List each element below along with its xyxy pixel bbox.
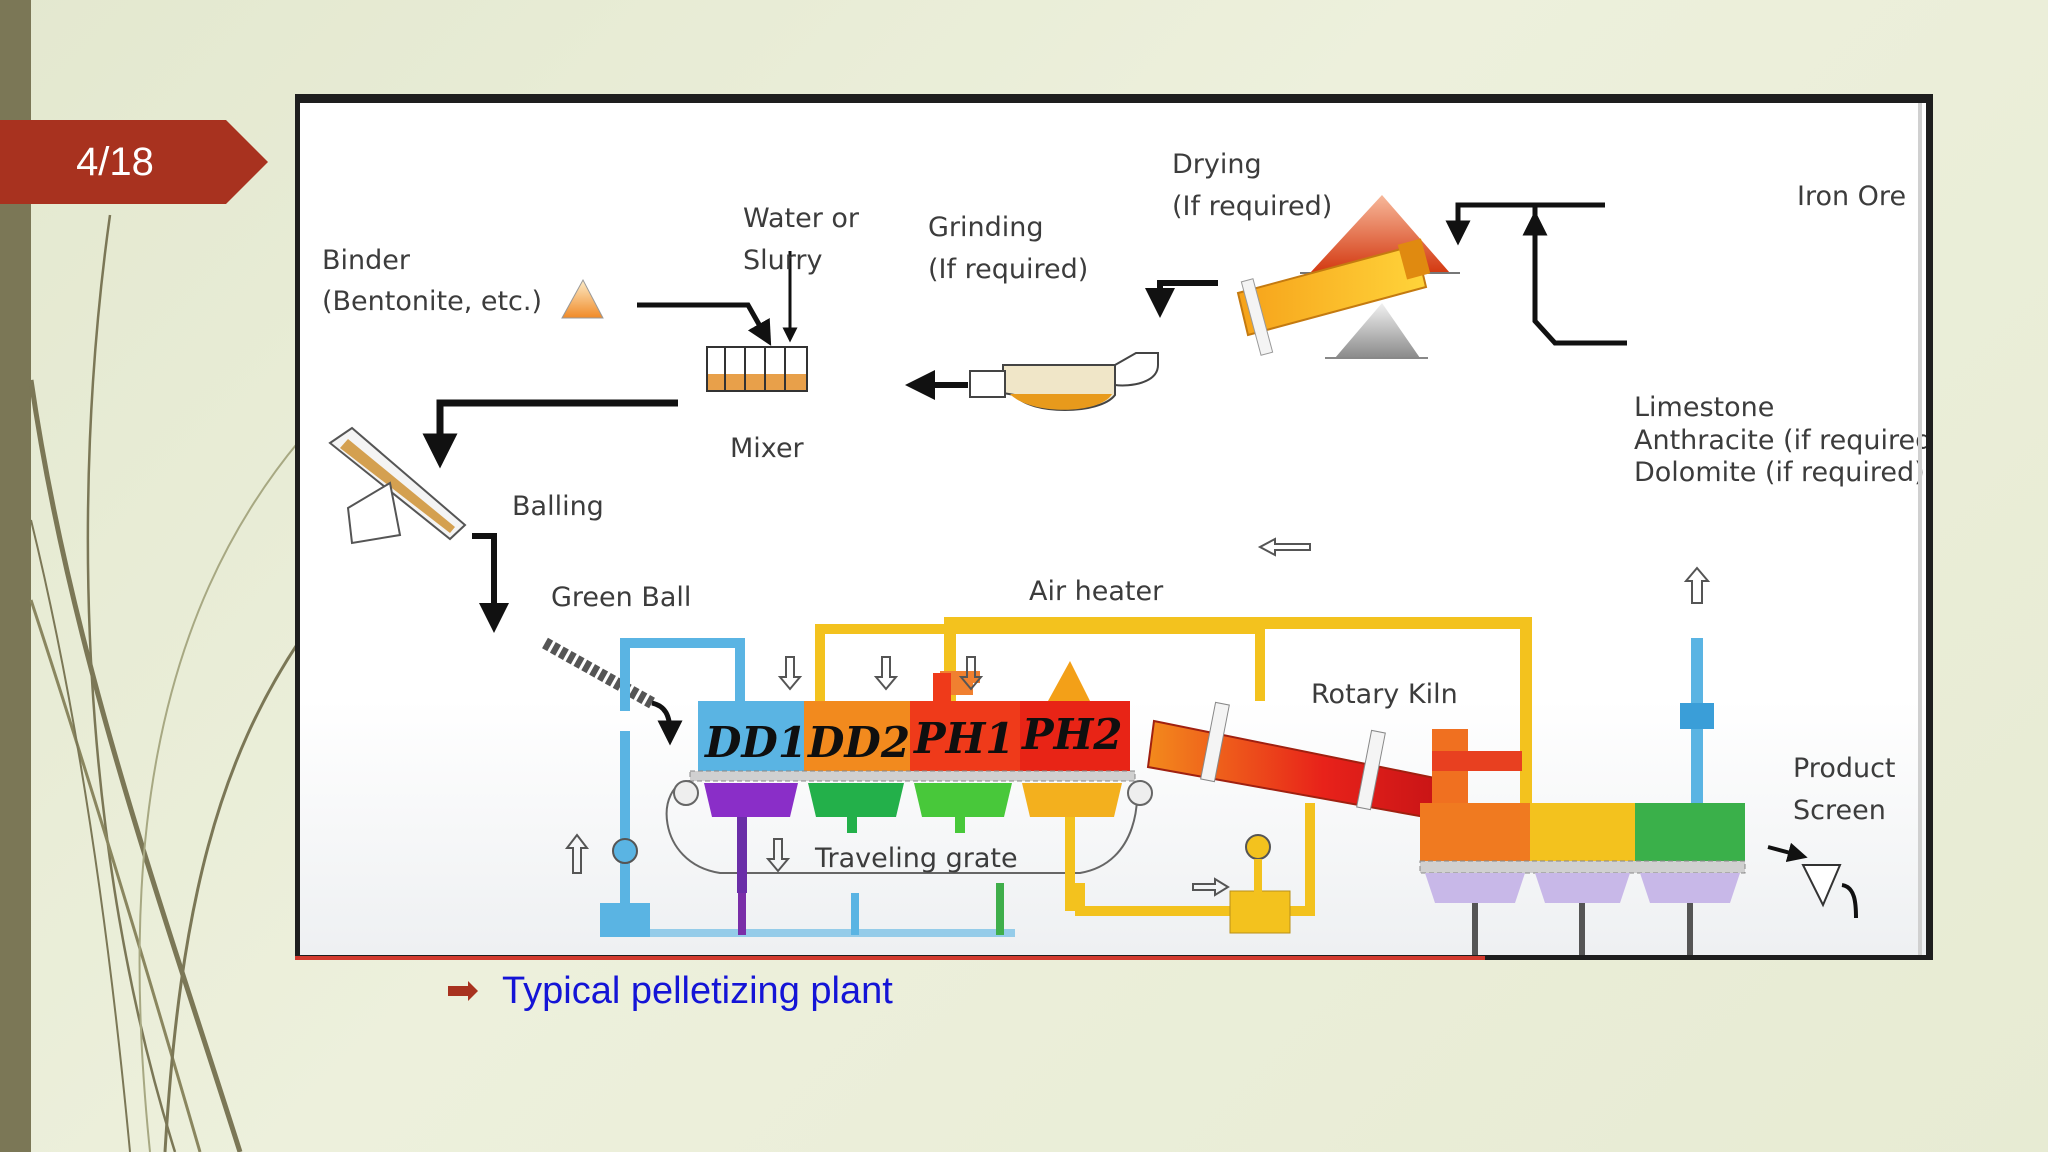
limestone-pile (1335, 303, 1420, 358)
label-product-2: Screen (1793, 795, 1886, 826)
stage-label-ph2: PH2 (1021, 710, 1123, 759)
label-mixer: Mixer (730, 433, 805, 464)
arrow-bullet-icon (448, 981, 478, 1001)
label-grinding-2: (If required) (928, 254, 1088, 285)
binder-pile (561, 278, 604, 319)
stage-dd1 (698, 701, 804, 771)
label-green-ball: Green Ball (551, 582, 691, 613)
caption-bullet-item: Typical pelletizing plant (448, 966, 893, 1016)
annular-cooler (1419, 803, 1746, 955)
rotary-kiln (1146, 701, 1522, 821)
page-number: 4/18 (76, 140, 154, 184)
balling-disc (328, 426, 467, 545)
label-dolomite: Dolomite (if required) (1634, 457, 1925, 488)
stage-ph2 (1020, 701, 1130, 771)
stage-ph1 (910, 701, 1020, 771)
label-drying-2: (If required) (1172, 191, 1332, 222)
label-balling: Balling (512, 491, 604, 522)
label-limestone: Limestone (1634, 392, 1774, 423)
stage-label-ph1: PH1 (913, 714, 1015, 763)
label-grinding-1: Grinding (928, 212, 1044, 243)
decorative-curves (28, 214, 302, 1152)
label-product-1: Product (1793, 753, 1896, 784)
green-ball-conveyor (542, 637, 655, 709)
page-number-badge: 4/18 (0, 120, 268, 204)
caption-divider (295, 956, 1485, 960)
label-water-1: Water or (743, 203, 860, 234)
caption-text: Typical pelletizing plant (502, 969, 893, 1012)
product-screen (1801, 864, 1842, 908)
diagram-frame: DD1 DD2 PH1 PH2 (295, 94, 1933, 960)
stage-dd2 (804, 701, 910, 771)
label-iron-ore: Iron Ore (1797, 181, 1906, 212)
label-rotary-kiln: Rotary Kiln (1311, 679, 1458, 710)
mixer (706, 346, 808, 392)
stage-label-dd1: DD1 (704, 718, 807, 767)
label-binder-2: (Bentonite, etc.) (322, 286, 542, 317)
label-traveling-grate: Traveling grate (814, 843, 1018, 874)
label-water-2: Slurry (743, 245, 822, 276)
grinding-mill (969, 352, 1159, 411)
pelletizing-plant-diagram: DD1 DD2 PH1 PH2 (300, 103, 1926, 955)
dryer-drum (1236, 238, 1431, 356)
label-drying-1: Drying (1172, 149, 1262, 180)
label-air-heater: Air heater (1029, 576, 1164, 607)
stage-label-dd2: DD2 (807, 718, 910, 767)
label-anthracite: Anthracite (if required) (1634, 425, 1926, 456)
label-binder-1: Binder (322, 245, 411, 276)
